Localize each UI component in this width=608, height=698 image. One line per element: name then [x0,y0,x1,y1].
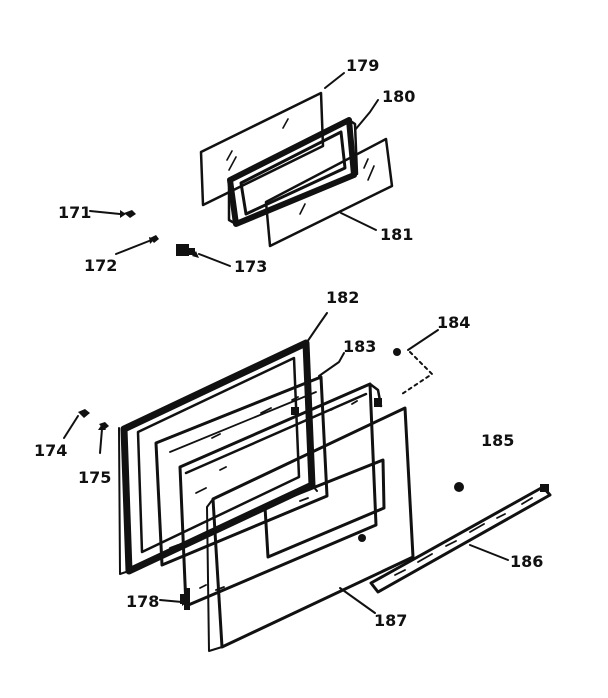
label-179: 179 [346,56,379,75]
door-assembly [118,339,415,652]
window-glass-back-179 [199,91,325,207]
hinge-bracket-178 [180,588,190,610]
label-178: 178 [126,592,159,611]
door-screw-hole [358,534,366,542]
label-175: 175 [78,468,111,487]
small-hardware-upper [124,210,195,256]
leader-lines [63,72,509,614]
label-186: 186 [510,552,543,571]
label-183: 183 [343,337,376,356]
insulation-clip [291,407,299,415]
screw-174 [78,409,90,418]
screw-184 [393,348,401,356]
label-187: 187 [374,611,407,630]
label-181: 181 [380,225,413,244]
label-185: 185 [481,431,514,450]
window-glass-assembly [199,91,394,248]
label-182: 182 [326,288,359,307]
door-insulation-183 [154,375,329,567]
leader-arrowheads [98,210,199,606]
screw-175 [99,422,109,430]
label-173: 173 [234,257,267,276]
outer-door-panel-187 [206,406,415,652]
label-172: 172 [84,256,117,275]
door-window-cutout [263,458,386,559]
screw-185 [454,482,464,492]
label-174: 174 [34,441,67,460]
window-glass-front-181 [264,137,394,248]
door-inner-panel [178,382,383,608]
window-gasket-180 [227,117,357,227]
screw-171 [124,210,136,218]
door-handle-trim-186 [369,484,552,594]
clip-173 [176,244,195,256]
label-180: 180 [382,87,415,106]
part-labels: 179 180 181 171 172 173 182 183 184 174 … [34,56,543,630]
label-171: 171 [58,203,91,222]
label-184: 184 [437,313,470,332]
